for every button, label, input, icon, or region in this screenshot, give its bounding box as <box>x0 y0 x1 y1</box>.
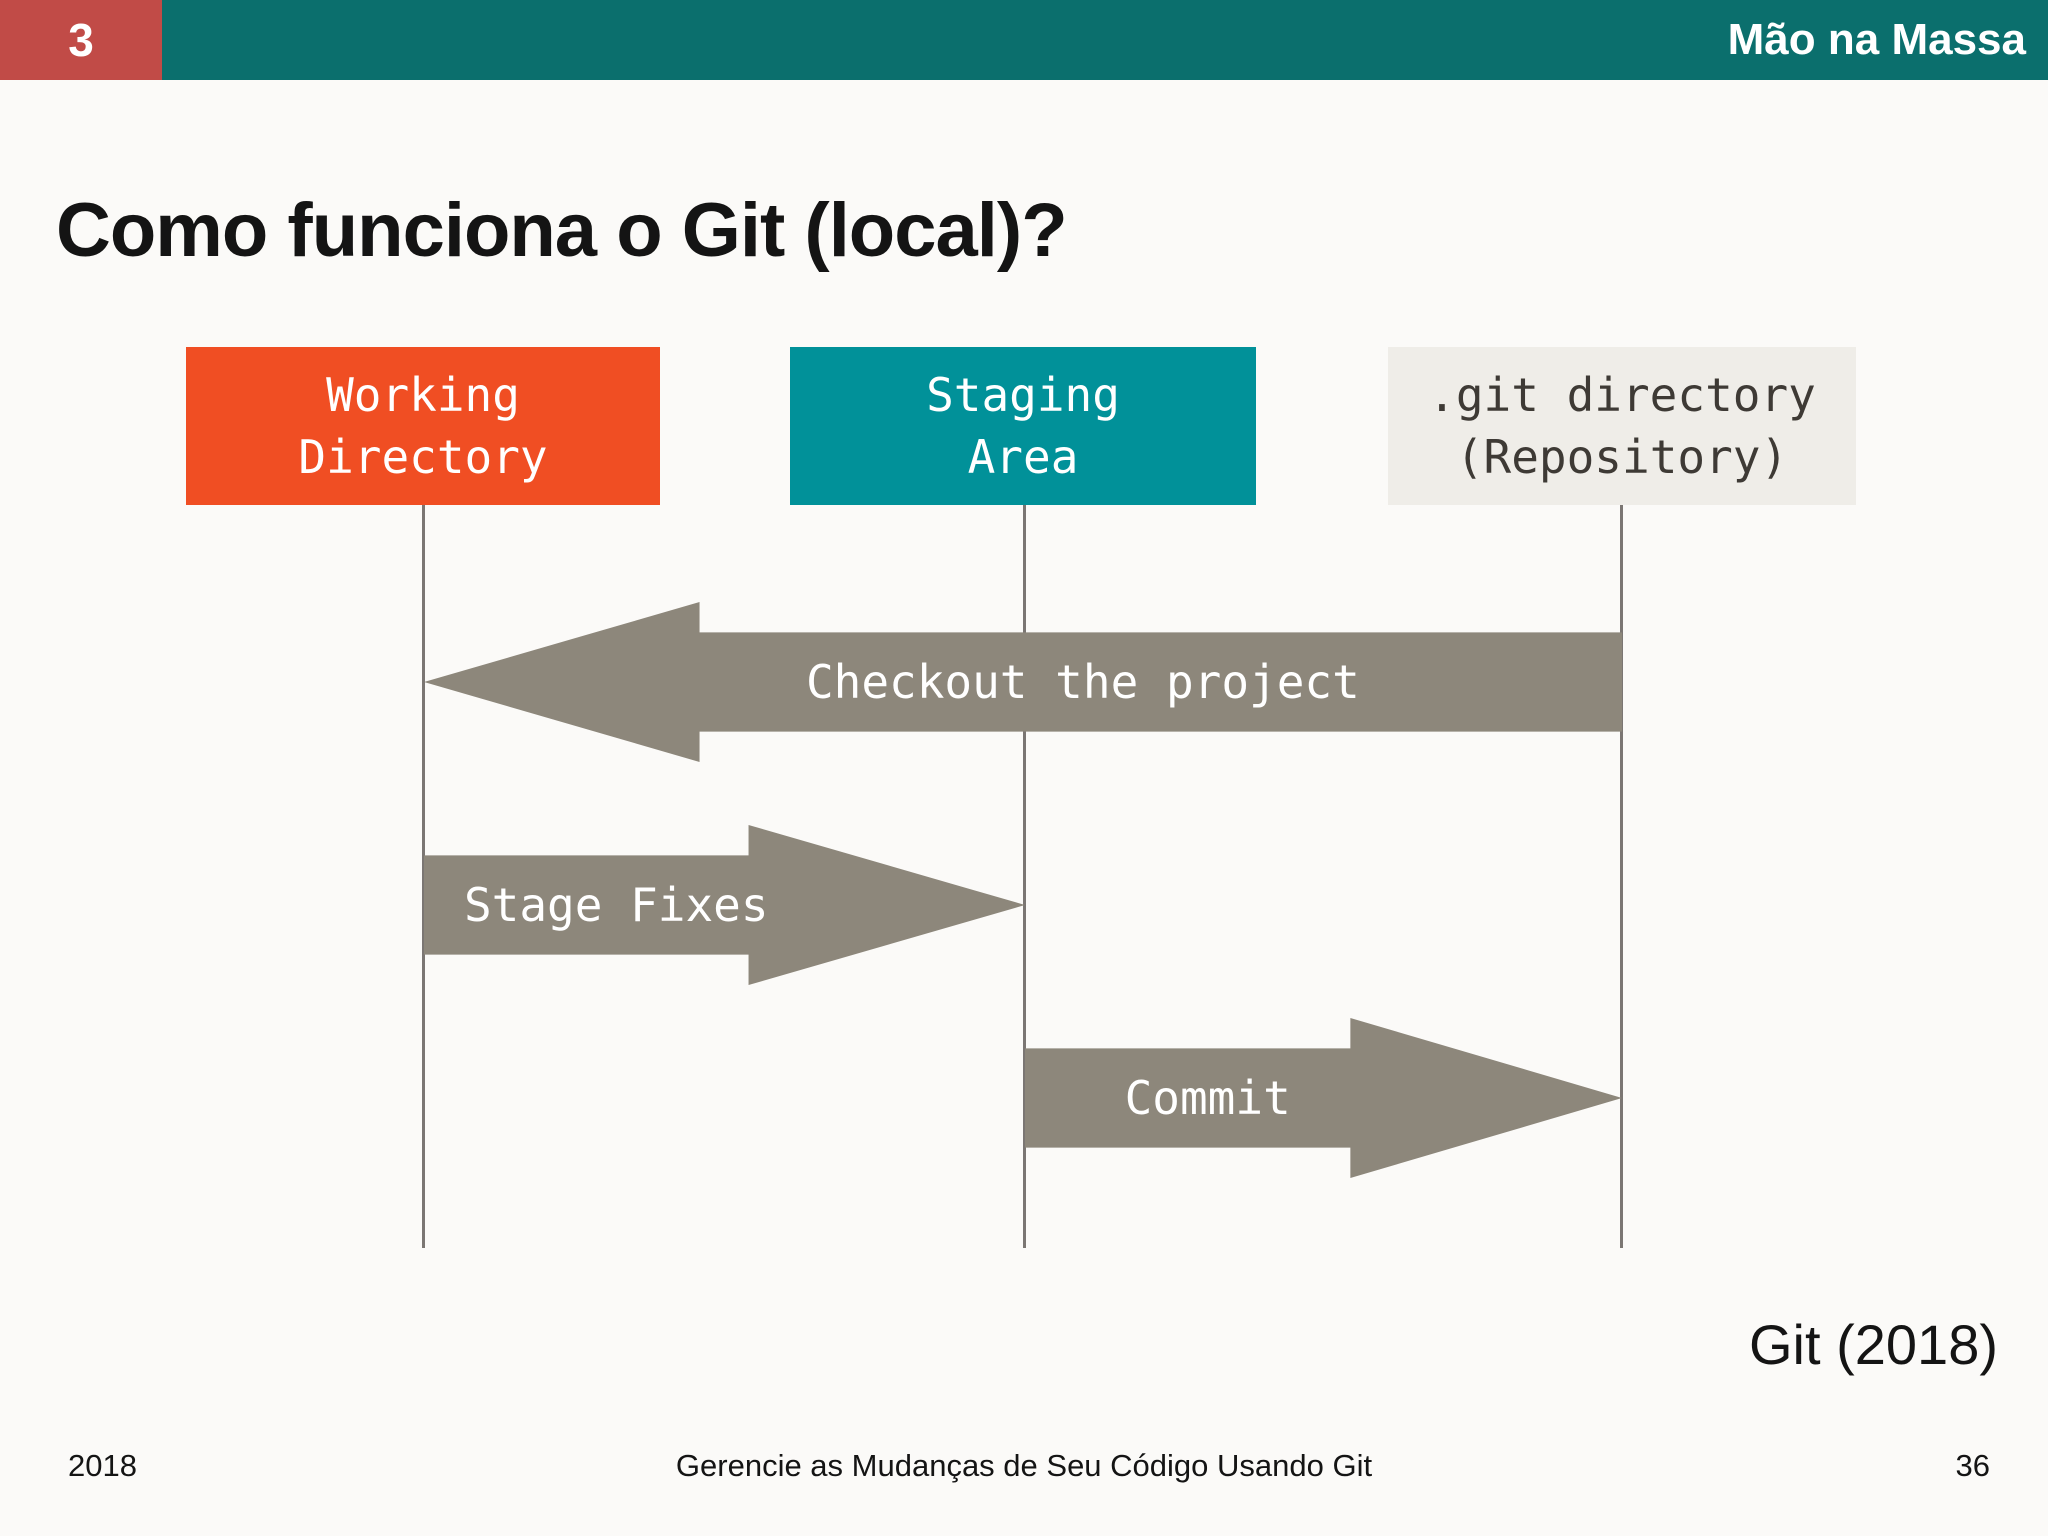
footer-page-number: 36 <box>1955 1448 1990 1483</box>
working-directory-label-line2: Directory <box>298 430 548 484</box>
staging-area-label-line2: Area <box>967 430 1079 484</box>
slide-number: 3 <box>68 14 94 66</box>
staging-area-lifeline <box>1023 505 1026 1248</box>
stage-fixes-arrow-label: Stage Fixes <box>463 877 769 932</box>
working-directory-label-line1: Working <box>326 367 520 422</box>
page-title: Como funciona o Git (local)? <box>56 187 1068 273</box>
footer-course-title: Gerencie as Mudanças de Seu Código Usand… <box>675 1448 1373 1483</box>
git-directory-label-line2: (Repository) <box>1455 430 1789 484</box>
git-directory-lifeline <box>1620 505 1623 1248</box>
staging-area-label-line1: Staging <box>926 367 1120 422</box>
checkout-arrow-label: Checkout the project <box>805 654 1360 709</box>
header-section-label: Mão na Massa <box>1727 15 2026 64</box>
git-directory-label-line1: .git directory <box>1428 367 1816 422</box>
git-directory-box: .git directory (Repository) <box>1388 347 1856 505</box>
footer-year: 2018 <box>68 1448 137 1483</box>
working-directory-lifeline <box>422 505 425 1248</box>
stage-fixes-arrow: Stage Fixes <box>424 825 1025 985</box>
slide-number-badge: 3 <box>0 0 162 80</box>
commit-arrow: Commit <box>1025 1018 1622 1178</box>
header-bar: 3 Mão na Massa <box>0 0 2048 80</box>
citation: Git (2018) <box>1749 1313 1998 1376</box>
commit-arrow-label: Commit <box>1124 1070 1291 1125</box>
